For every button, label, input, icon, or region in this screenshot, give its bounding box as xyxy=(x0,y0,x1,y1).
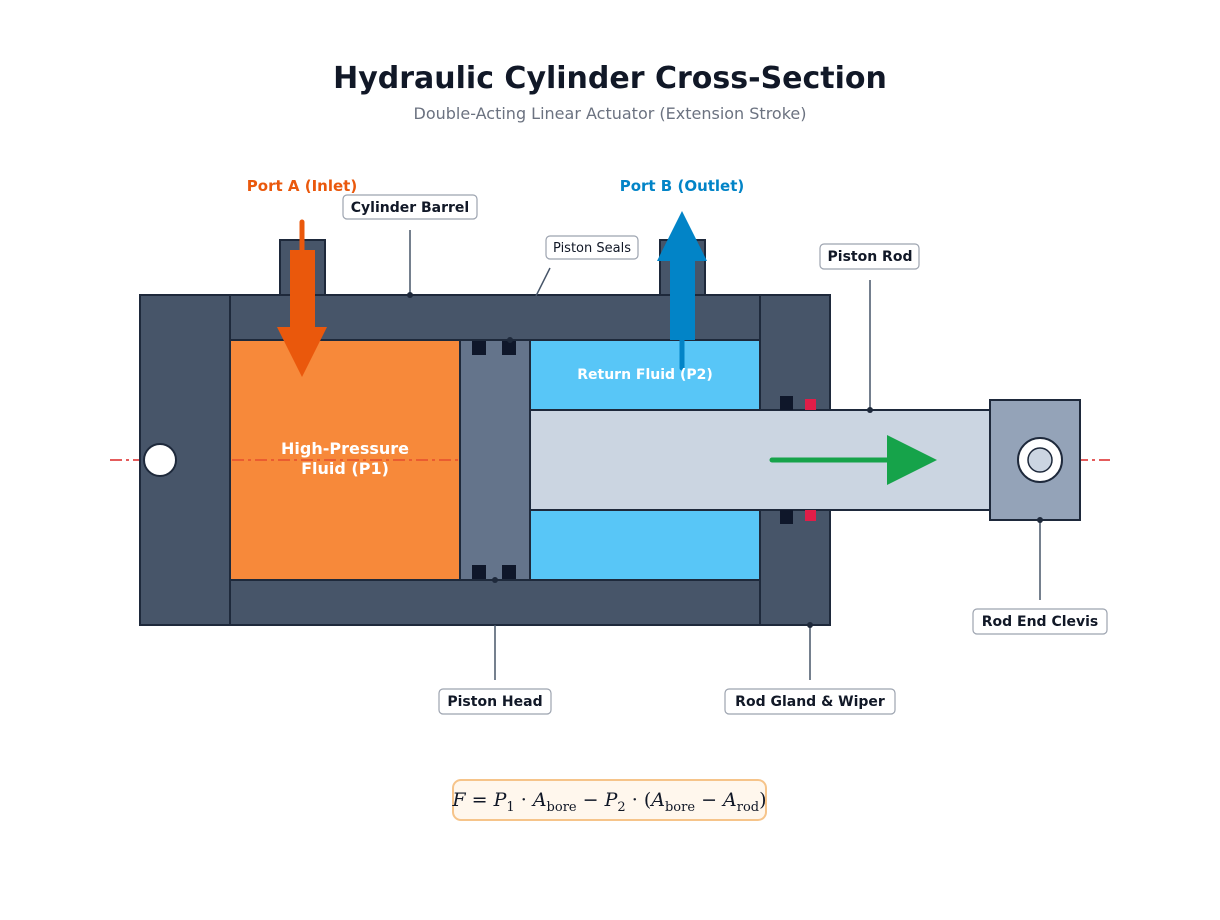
rod-chamber-label: Return Fluid (P2) xyxy=(577,367,713,383)
port-a-label: Port A (Inlet) xyxy=(247,177,357,195)
callout-rod-gland: Rod Gland & Wiper xyxy=(724,688,896,715)
callout-piston-seals: Piston Seals xyxy=(545,235,639,260)
cap-chamber-label-line1: High-Pressure xyxy=(281,439,409,458)
piston-seal xyxy=(472,565,486,579)
callout-piston-rod: Piston Rod xyxy=(819,243,920,270)
callout-piston-rod-text: Piston Rod xyxy=(828,249,913,265)
rod-wiper xyxy=(805,510,816,521)
callout-rod-end-clevis: Rod End Clevis xyxy=(972,608,1108,635)
rod-gland-upper xyxy=(759,294,831,411)
formula-text: F = P1 · Abore − P2 · (Abore − Arod) xyxy=(451,789,766,815)
force-formula: F = P1 · Abore − P2 · (Abore − Arod) xyxy=(451,779,767,821)
rod-wiper xyxy=(805,399,816,410)
rod-gland-lower xyxy=(759,509,831,626)
callout-leaders xyxy=(409,230,1041,680)
page-title: Hydraulic Cylinder Cross-Section xyxy=(333,61,887,96)
rod-seal xyxy=(780,396,793,410)
callout-rod-gland-text: Rod Gland & Wiper xyxy=(735,694,885,710)
callout-rod-end-clevis-text: Rod End Clevis xyxy=(982,614,1099,630)
page-subtitle: Double-Acting Linear Actuator (Extension… xyxy=(414,104,807,123)
callout-anchor-dots xyxy=(407,292,1043,628)
formula-box xyxy=(452,779,767,821)
callout-cylinder-barrel: Cylinder Barrel xyxy=(342,194,478,220)
cap-chamber-label-line2: Fluid (P1) xyxy=(301,459,389,478)
piston-seal xyxy=(502,565,516,579)
piston-rod xyxy=(529,409,991,511)
piston-seal xyxy=(502,341,516,355)
callout-piston-head-text: Piston Head xyxy=(447,694,542,710)
barrel-bottom-wall xyxy=(229,579,761,626)
callout-cylinder-barrel-text: Cylinder Barrel xyxy=(351,200,469,216)
callout-piston-seals-text: Piston Seals xyxy=(553,241,631,256)
callout-piston-head: Piston Head xyxy=(438,688,552,715)
end-cap-pin-hole xyxy=(143,443,177,477)
piston-seal xyxy=(472,341,486,355)
rod-seal xyxy=(780,510,793,524)
piston-head xyxy=(459,339,531,581)
clevis-pin-inner xyxy=(1027,447,1053,473)
port-b-label: Port B (Outlet) xyxy=(620,177,745,195)
